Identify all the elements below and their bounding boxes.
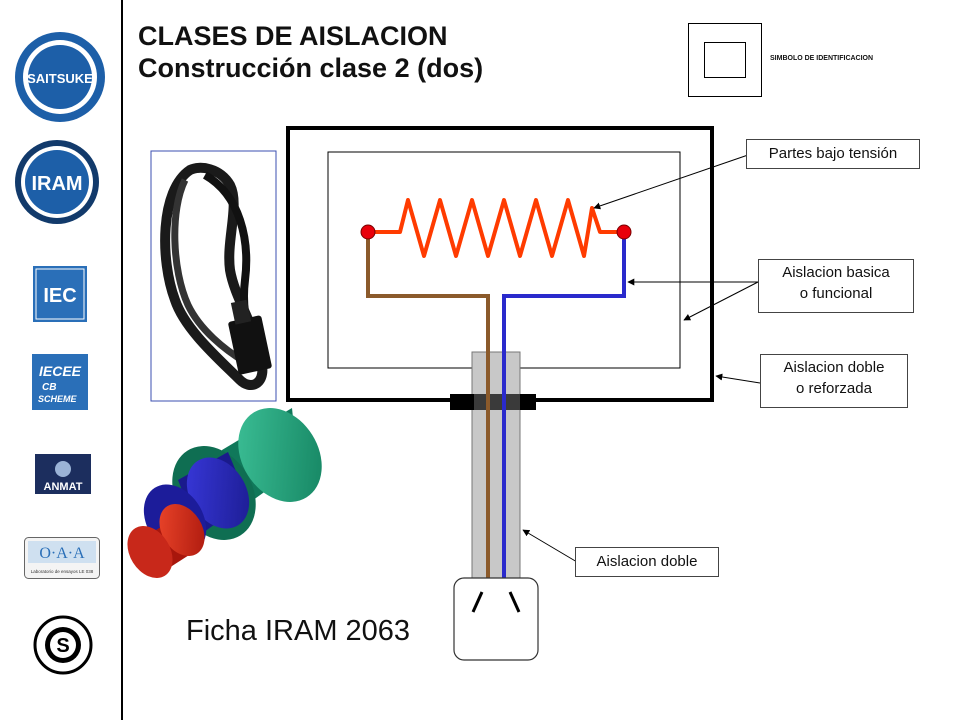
- plug-pin-right: [508, 591, 521, 613]
- iec-logo: IEC: [33, 266, 87, 322]
- s-mark-logo: S: [33, 615, 93, 675]
- cable-jacket: [471, 351, 521, 581]
- class-2-symbol: [688, 23, 762, 97]
- callout-double-insulation-text: Aislacion doble: [596, 553, 698, 570]
- plug-label: Ficha IRAM 2063: [186, 615, 411, 647]
- oaa-logo: O·A·A Laboratorio de ensayos LE 038: [24, 537, 100, 579]
- page-title: CLASES DE AISLACION Construcción clase 2…: [138, 20, 483, 84]
- iecee-text: IECEE: [39, 363, 82, 379]
- anmat-text: ANMAT: [44, 481, 83, 493]
- title-line-2: Construcción clase 2 (dos): [138, 53, 484, 83]
- terminal-right: [616, 224, 632, 240]
- callout-live-parts: Partes bajo tensión: [746, 139, 920, 169]
- plug-body: [453, 577, 539, 661]
- brown-wire: [366, 232, 490, 580]
- cable-gland-center: [474, 394, 520, 410]
- arrow-basic-insulation-to-inner: [683, 281, 759, 321]
- identification-symbol-label: SIMBOLO DE IDENTIFICACION: [770, 55, 874, 62]
- class-2-symbol-inner-square: [704, 42, 746, 78]
- insulated-cable-illustration: [127, 408, 322, 579]
- oaa-text: O·A·A: [39, 545, 85, 562]
- iec-text: IEC: [43, 285, 76, 307]
- resistor-element: [368, 198, 624, 258]
- anmat-logo: ANMAT: [35, 454, 91, 494]
- iram-text: IRAM: [31, 173, 82, 195]
- arrow-double-reinforced: [715, 373, 761, 384]
- plug-pin-left: [471, 591, 484, 613]
- callout-double-reinforced-line-1: Aislacion doble: [783, 359, 885, 376]
- callout-double-reinforced-line-2: o reforzada: [796, 380, 872, 397]
- iecee-cb-text: CB: [42, 382, 56, 393]
- callout-basic-insulation: Aislacion basica o funcional: [758, 259, 914, 313]
- cable-gland-left: [450, 394, 474, 410]
- callout-live-parts-text: Partes bajo tensión: [768, 145, 898, 162]
- logo-sidebar: SAITSUKE IRAM IEC IECEE CB SCHEME ANMAT …: [0, 0, 123, 720]
- blue-wire: [502, 232, 626, 580]
- arrow-live-parts: [593, 154, 749, 210]
- power-cord-photo: [150, 150, 277, 402]
- callout-double-reinforced: Aislacion doble o reforzada: [760, 354, 908, 408]
- iecee-logo: IECEE CB SCHEME: [32, 354, 88, 410]
- callout-double-insulation: Aislacion doble: [575, 547, 719, 577]
- title-line-1: CLASES DE AISLACION: [138, 21, 448, 51]
- iram-logo: IRAM: [15, 140, 99, 224]
- arrow-double-insulation: [522, 529, 578, 563]
- s-mark-text: S: [56, 635, 69, 657]
- callout-basic-insulation-line-1: Aislacion basica: [782, 264, 890, 281]
- cable-gland-right: [520, 394, 536, 410]
- terminal-left: [360, 224, 376, 240]
- oaa-sub-text: Laboratorio de ensayos LE 038: [31, 569, 94, 574]
- iecee-scheme-text: SCHEME: [38, 394, 78, 404]
- callout-basic-insulation-line-2: o funcional: [799, 285, 873, 302]
- saitsuke-logo: SAITSUKE: [15, 32, 105, 122]
- saitsuke-text: SAITSUKE: [27, 71, 93, 86]
